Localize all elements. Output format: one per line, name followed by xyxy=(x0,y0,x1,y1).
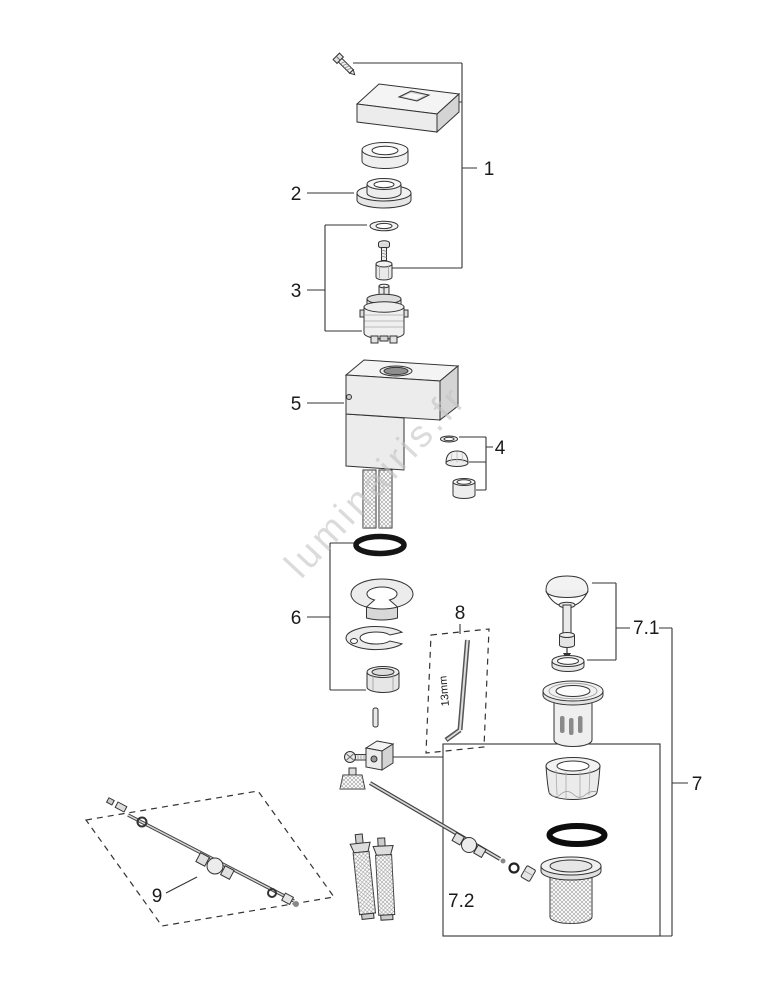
rod-ball-joint xyxy=(461,837,477,853)
handle-cap-ring xyxy=(361,142,409,169)
part-4-label: 4 xyxy=(495,438,506,459)
part-7-label: 7 xyxy=(692,774,703,795)
body-o-ring xyxy=(353,533,407,557)
rod-o-ring xyxy=(508,862,520,874)
pivot-rod-assembly xyxy=(105,797,299,907)
c-washer xyxy=(345,626,404,651)
handle-lever xyxy=(355,83,461,134)
drain-flange xyxy=(542,680,604,747)
part-8-label: 8 xyxy=(455,603,466,624)
rod-holder-assembly xyxy=(339,740,395,790)
escutcheon-ring xyxy=(356,178,412,209)
tool-size-label: 13mm xyxy=(437,675,452,706)
pivot-rod-dashed-box xyxy=(84,790,336,927)
part-6-label: 6 xyxy=(291,608,302,629)
aerator-sleeve xyxy=(452,478,476,499)
part-7-1-label: 7.1 xyxy=(633,618,659,639)
part-labels: 1 2 3 4 5 6 7 7.1 7.2 8 9 xyxy=(152,159,703,912)
lift-rod xyxy=(368,781,536,882)
mounting-nut xyxy=(366,666,400,693)
callout-lines xyxy=(84,62,688,937)
flat-washer xyxy=(369,220,399,232)
drain-o-ring xyxy=(546,823,608,847)
pivot-ball-joint xyxy=(206,857,224,875)
part-2-label: 2 xyxy=(291,184,302,205)
drain-tailpiece xyxy=(540,856,602,924)
part-7-1-leader xyxy=(587,582,630,661)
cartridge xyxy=(359,283,409,344)
part-6-leader xyxy=(307,542,366,691)
part-7-leader xyxy=(659,627,688,937)
part-4-leader xyxy=(459,436,493,491)
base-escutcheon xyxy=(350,578,414,621)
part-9-label: 9 xyxy=(152,886,163,907)
threaded-shanks xyxy=(362,469,393,529)
part-3-leader xyxy=(307,224,367,332)
part-3-label: 3 xyxy=(291,281,302,302)
part-7-2-label: 7.2 xyxy=(448,891,474,912)
supply-hoses xyxy=(349,833,396,921)
clevis-pin xyxy=(372,707,379,728)
aerator-washer xyxy=(440,435,458,443)
knob-ring xyxy=(551,655,585,672)
rod-end-nut xyxy=(520,865,536,882)
handle-screw xyxy=(332,52,356,76)
part-9-leader xyxy=(165,876,198,894)
hex-key-dashed-box xyxy=(425,628,490,754)
hex-key xyxy=(444,639,470,743)
part-1-leader xyxy=(353,62,477,269)
pop-up-knob xyxy=(545,575,589,660)
part-5-label: 5 xyxy=(291,394,302,415)
faucet-body xyxy=(344,359,460,471)
lift-rod-box xyxy=(442,743,661,937)
adapter-nut xyxy=(375,260,393,281)
aerator-flow-straightener xyxy=(445,450,469,467)
part-1-label: 1 xyxy=(484,159,495,180)
drain-locknut xyxy=(545,757,601,800)
